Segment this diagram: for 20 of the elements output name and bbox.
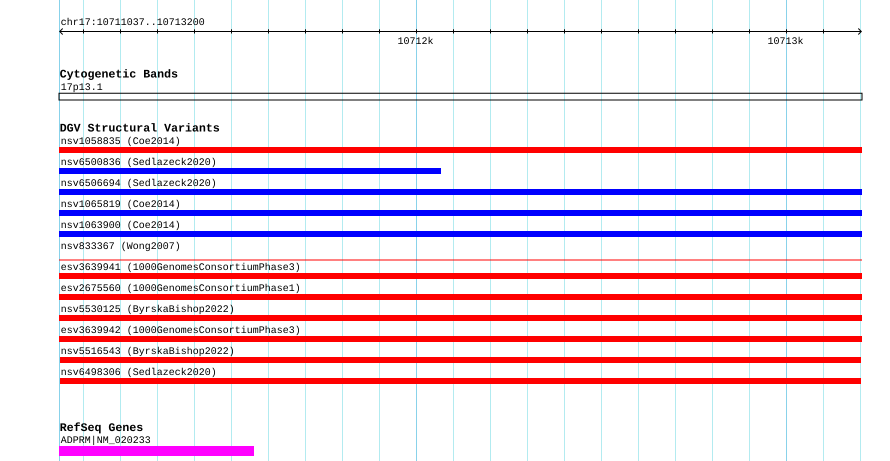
track-title: DGV Structural Variants (60, 123, 220, 132)
feature-label: esv3639942 (1000GenomesConsortiumPhase3) (61, 326, 300, 336)
feature-label: esv3639941 (1000GenomesConsortiumPhase3) (61, 262, 300, 272)
track-title: RefSeq Genes (60, 422, 143, 434)
feature-label: nsv5516543 (ByrskaBishop2022) (62, 346, 234, 356)
feature-label: nsv1063900 (Coe2014) (62, 220, 180, 230)
track-title: Cytogenetic Bands (60, 69, 178, 80)
region-label: chr17:10711037..10713200 (61, 18, 204, 26)
scale-tick-label: 10713k (768, 36, 803, 44)
gene-label: ADPRM|NM_020233 (60, 436, 150, 446)
feature-label: nsv1058835 (Coe2014) (62, 136, 180, 146)
feature-label: nsv1065819 (Coe2014) (62, 200, 180, 210)
scale-tick-label: 10712k (398, 36, 433, 44)
feature-label: nsv6498306 (Sedlazeck2020) (62, 368, 216, 378)
feature-label: nsv6506694 (Sedlazeck2020) (62, 178, 216, 188)
feature-label: nsv5530125 (ByrskaBishop2022) (62, 304, 234, 314)
feature-label: esv2675560 (1000GenomesConsortiumPhase1) (61, 284, 300, 294)
feature-label: nsv6500836 (Sedlazeck2020) (62, 158, 216, 168)
band-label: 17p13.1 (61, 83, 102, 92)
feature-label: nsv833367 (Wong2007) (62, 242, 180, 252)
